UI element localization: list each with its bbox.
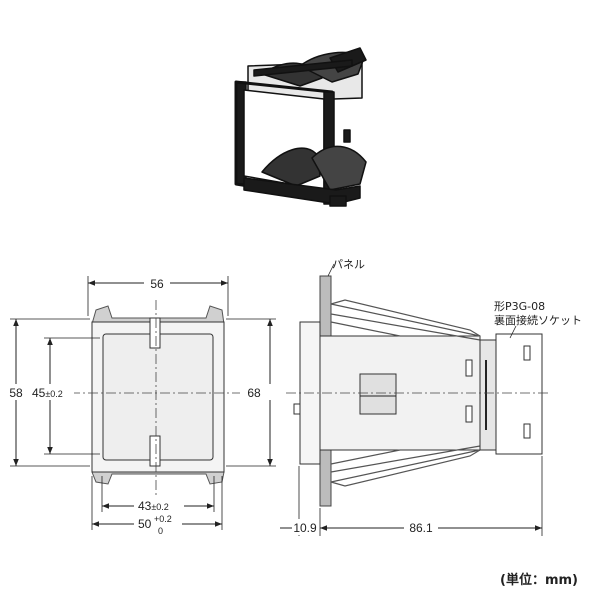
dim-side-left: 10.9 [293, 521, 317, 535]
front-latch-bottom [149, 435, 161, 467]
panel-leader [327, 263, 335, 277]
bracket-arm-top [330, 303, 481, 341]
dim-width-bottom-tol-minus: 0 [158, 526, 163, 536]
mounting-bracket-illustration [234, 47, 367, 207]
dim-width-top: 56 [150, 277, 164, 291]
bracket-arm-bottom [330, 445, 481, 483]
socket-leader [509, 325, 517, 339]
dim-width-bottom: 50 [138, 517, 152, 531]
socket-back [495, 333, 543, 455]
socket-label-line1: 形P3G-08 [494, 300, 545, 313]
dim-width-inner: 43±0.2 [138, 499, 169, 513]
dim-height-outer: 58 [9, 386, 23, 400]
panel-label: パネル [332, 258, 365, 271]
socket-body [479, 339, 497, 451]
front-view [10, 276, 276, 530]
dim-side-right: 86.1 [409, 521, 433, 535]
dim-height-right: 68 [247, 386, 261, 400]
front-latch-top [149, 317, 161, 349]
unit-label: (単位：mm) [500, 572, 578, 588]
socket-label-line2: 裏面接続ソケット [494, 313, 582, 327]
dim-width-bottom-tol-plus: +0.2 [154, 514, 172, 524]
dim-height-inner: 45±0.2 [32, 386, 63, 400]
side-view [280, 263, 550, 536]
